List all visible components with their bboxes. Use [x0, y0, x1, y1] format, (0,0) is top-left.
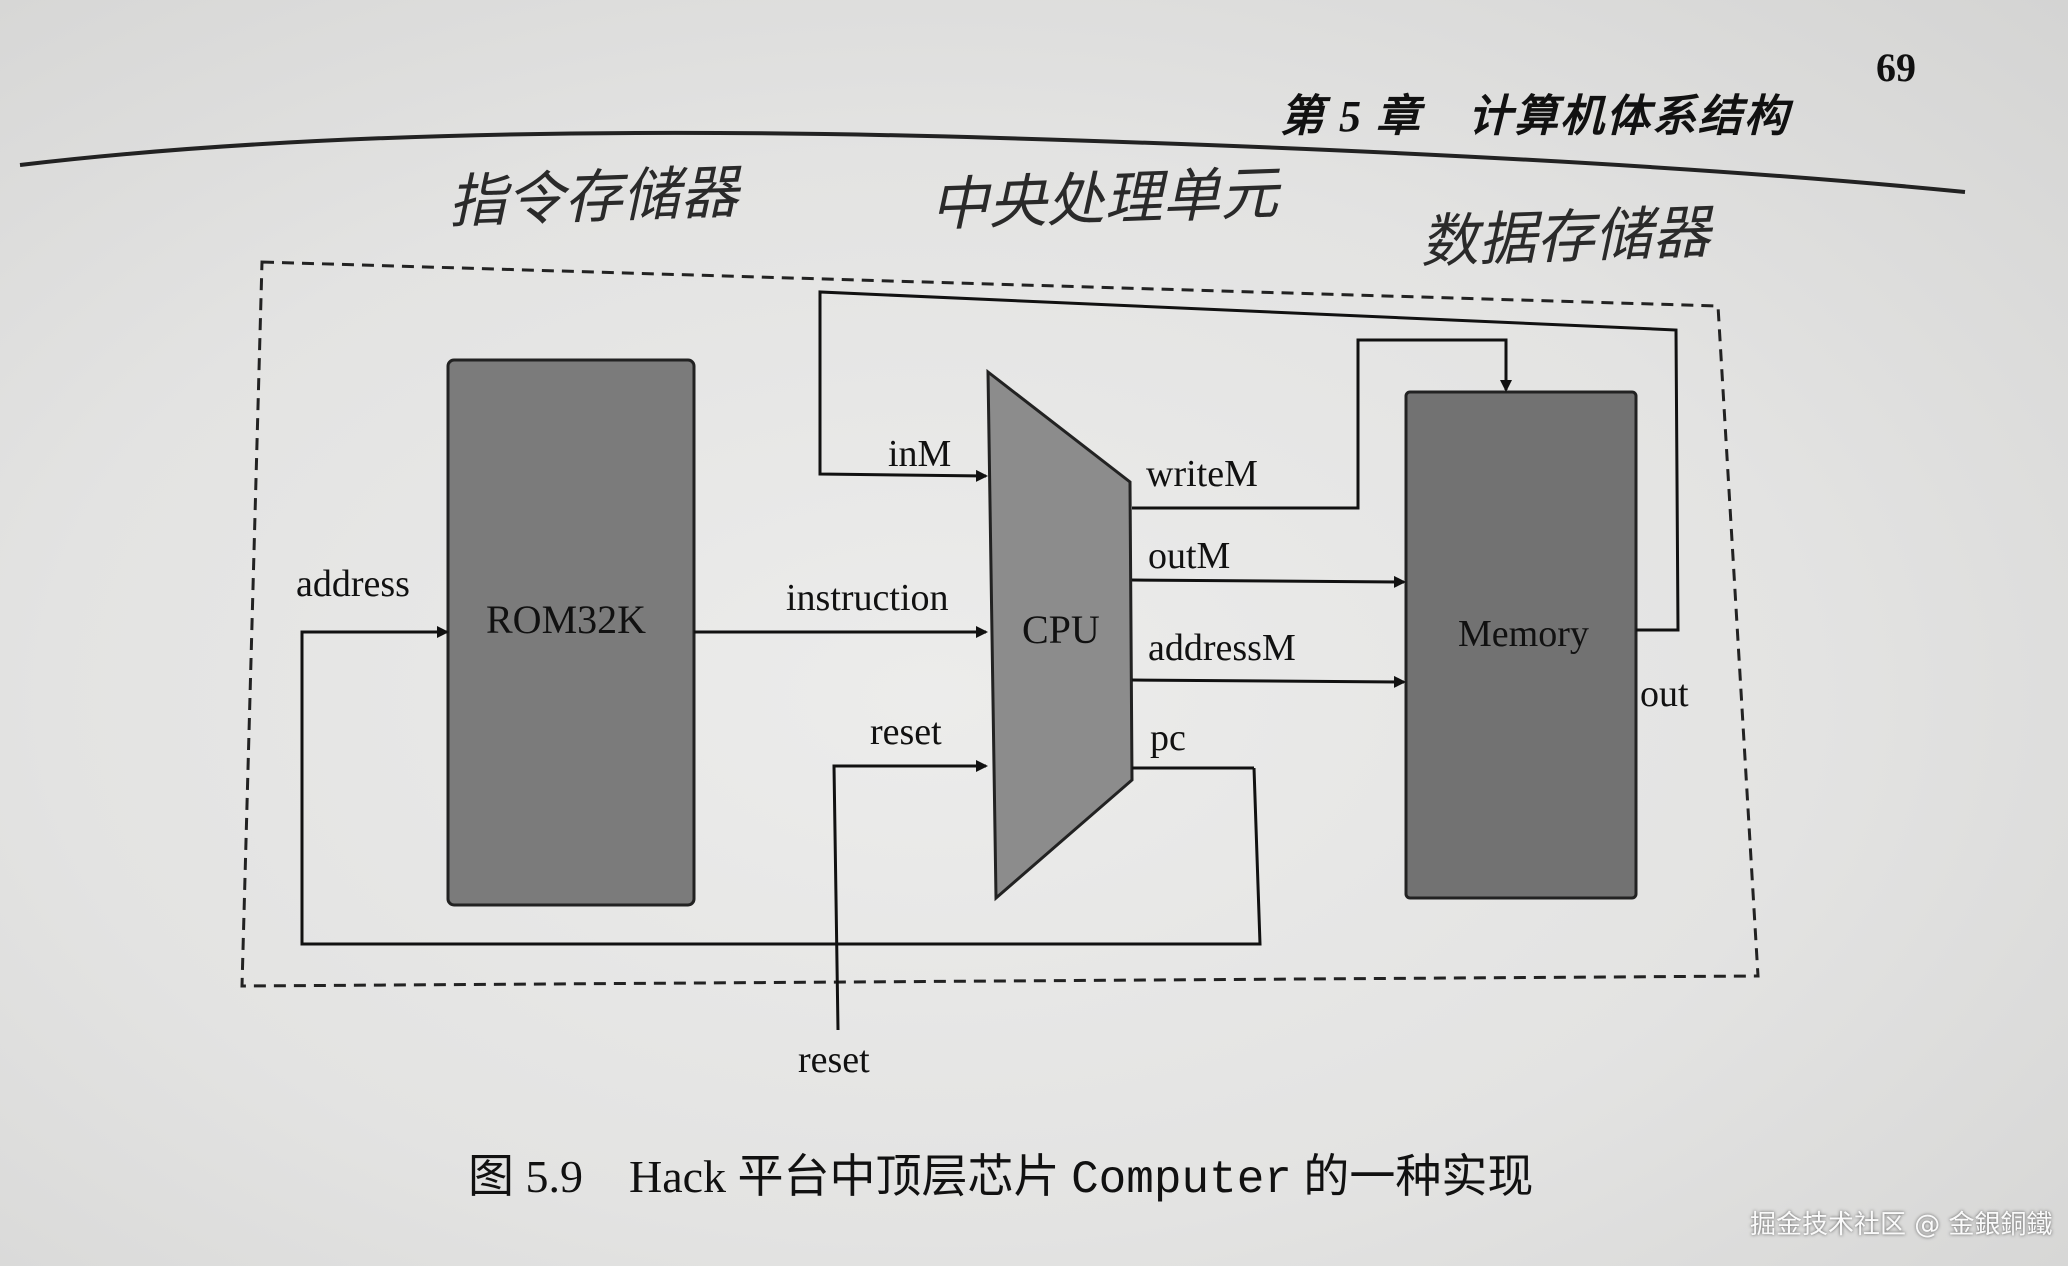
computer-boundary: [240, 260, 1760, 988]
instruction-label: instruction: [786, 577, 949, 619]
reset-wire: [832, 760, 988, 1031]
address-label: address: [296, 563, 410, 605]
writeM-wire: [1132, 338, 1512, 510]
caption-prefix: 图 5.9 Hack 平台中顶层芯片: [468, 1151, 1072, 1202]
outM-wire: [1131, 575, 1406, 588]
addressM-wire: [1131, 675, 1406, 688]
chapter-title: 第 5 章 计算机体系结构: [1280, 92, 1790, 141]
reset-internal-label: reset: [870, 711, 942, 753]
page-number: 69: [1876, 45, 1916, 90]
outM-label: outM: [1148, 535, 1231, 577]
writeM-label: writeM: [1146, 453, 1258, 495]
memory-chip: [1404, 390, 1638, 900]
annotation-cpu: 中央处理单元: [929, 158, 1280, 240]
watermark: 掘金技术社区 @ 金銀銅鐵: [1750, 1210, 2053, 1240]
address-wire: [300, 626, 1262, 946]
annotation-data-memory: 数据存储器: [1419, 197, 1712, 277]
memory-label: Memory: [1458, 613, 1589, 655]
rom32k-label: ROM32K: [486, 597, 647, 642]
addressM-label: addressM: [1148, 627, 1296, 669]
cpu-label: CPU: [1022, 607, 1100, 652]
out-label: out: [1640, 673, 1689, 715]
header-rule: [19, 130, 1966, 194]
chapter-header: 第 5 章 计算机体系结构: [1280, 70, 1940, 141]
inM-label: inM: [888, 433, 952, 475]
caption-suffix: 的一种实现: [1291, 1151, 1534, 1202]
pc-label: pc: [1150, 717, 1186, 759]
reset-external-label: reset: [798, 1039, 870, 1081]
caption-chip-name: Computer: [1071, 1154, 1292, 1206]
figure-caption: 图 5.9 Hack 平台中顶层芯片 Computer 的一种实现: [468, 1140, 1533, 1206]
annotation-instruction-memory: 指令存储器: [447, 157, 740, 237]
inM-wire: [818, 290, 1680, 632]
cpu-chip: [986, 368, 1134, 902]
